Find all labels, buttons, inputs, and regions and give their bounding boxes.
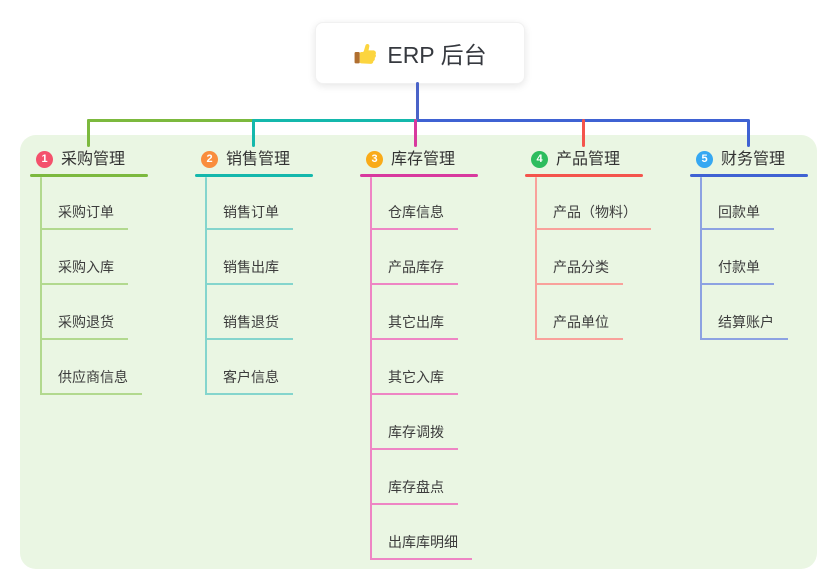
root-node-title: ERP 后台 [387,42,487,68]
child-node[interactable]: 供应商信息 [40,369,142,395]
branch-node-label-4[interactable]: 产品管理 [556,151,621,168]
child-node[interactable]: 销售出库 [205,259,293,285]
branch-node-label-2[interactable]: 销售管理 [226,151,291,168]
branch-drop-line-2 [251,119,255,147]
branch-underline-1 [30,174,148,177]
child-node[interactable]: 结算账户 [700,314,788,340]
child-node[interactable]: 销售订单 [205,204,293,230]
child-node[interactable]: 产品单位 [535,314,623,340]
branch-child-spine-2 [205,177,207,395]
trunk-segment-left [87,119,254,122]
branch-child-spine-5 [700,177,702,340]
branch-badge-2: 2 [201,151,218,168]
child-node[interactable]: 产品（物料） [535,204,651,230]
child-node[interactable]: 库存盘点 [370,479,458,505]
branch-drop-line-4 [581,119,585,147]
child-node[interactable]: 采购入库 [40,259,128,285]
child-node[interactable]: 销售退货 [205,314,293,340]
child-node[interactable]: 库存调拨 [370,424,458,450]
child-node[interactable]: 客户信息 [205,369,293,395]
child-node[interactable]: 产品库存 [370,259,458,285]
thumbs-up-icon [353,41,378,66]
child-node[interactable]: 回款单 [700,204,774,230]
branch-badge-3: 3 [366,151,383,168]
branch-underline-4 [525,174,643,177]
branch-child-spine-3 [370,177,372,560]
branch-child-spine-4 [535,177,537,340]
branch-badge-4: 4 [531,151,548,168]
root-connector-line [416,82,419,121]
branch-node-label-1[interactable]: 采购管理 [61,151,126,168]
child-node[interactable]: 付款单 [700,259,774,285]
branch-underline-5 [690,174,808,177]
branch-badge-1: 1 [36,151,53,168]
child-node[interactable]: 产品分类 [535,259,623,285]
child-node[interactable]: 采购退货 [40,314,128,340]
branch-underline-3 [360,174,478,177]
child-node[interactable]: 出库库明细 [370,534,472,560]
trunk-segment-mid [252,119,419,122]
child-node[interactable]: 其它出库 [370,314,458,340]
branch-child-spine-1 [40,177,42,395]
branch-underline-2 [195,174,313,177]
branch-drop-line-5 [746,119,750,147]
branch-badge-5: 5 [696,151,713,168]
child-node[interactable]: 其它入库 [370,369,458,395]
branch-node-label-5[interactable]: 财务管理 [721,151,786,168]
branches-background-panel [20,135,817,569]
branch-node-label-3[interactable]: 库存管理 [391,151,456,168]
branch-drop-line-3 [414,119,417,147]
root-node-erp[interactable]: ERP 后台 [315,22,525,84]
child-node[interactable]: 采购订单 [40,204,128,230]
branch-drop-line-1 [86,119,90,147]
child-node[interactable]: 仓库信息 [370,204,458,230]
